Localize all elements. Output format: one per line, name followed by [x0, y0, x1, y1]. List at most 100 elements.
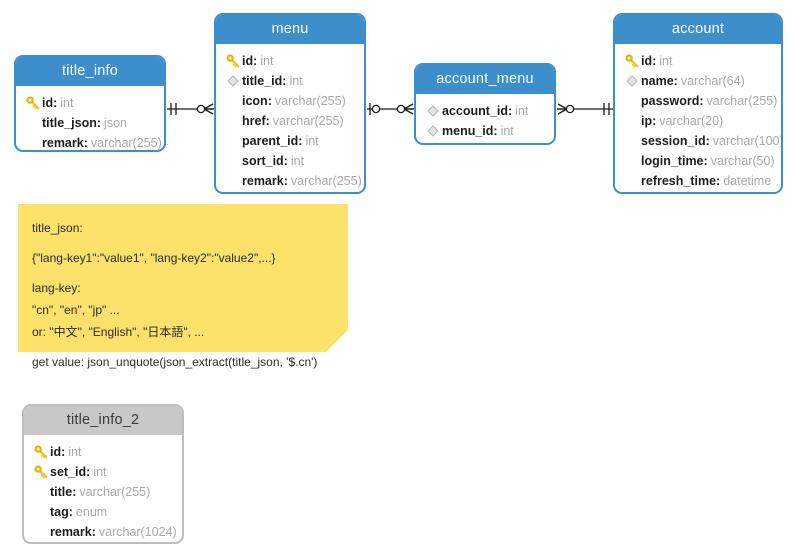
field-separator: :	[253, 54, 258, 68]
field-separator: :	[83, 136, 88, 150]
field-type: varchar(255)	[79, 485, 151, 499]
field-icon-none	[32, 523, 50, 541]
field-icon-none	[623, 92, 641, 110]
field-separator: :	[283, 154, 288, 168]
field-separator: :	[703, 154, 708, 168]
field-name: remark	[42, 136, 84, 150]
note-line: {"lang-key1":"value1", "lang-key2":"valu…	[32, 251, 276, 265]
field-row[interactable]: password:varchar(255)	[615, 91, 781, 111]
field-separator: :	[716, 174, 721, 188]
field-row[interactable]: title:varchar(255)	[24, 482, 182, 502]
field-type: int	[68, 445, 82, 459]
field-row[interactable]: id:int	[16, 93, 164, 113]
primary-key-icon	[24, 94, 42, 112]
field-type: varchar(255)	[90, 136, 162, 150]
field-name: refresh_time	[641, 174, 717, 188]
field-separator: :	[493, 124, 498, 138]
field-row[interactable]: set_id:int	[24, 462, 182, 482]
field-name: title_json	[42, 116, 97, 130]
field-row[interactable]: title_id:int	[216, 71, 364, 91]
field-icon-none	[224, 112, 242, 130]
field-separator: :	[72, 485, 77, 499]
field-row[interactable]: tag:enum	[24, 502, 182, 522]
relationship-account_menu-account[interactable]	[557, 95, 613, 123]
field-type: enum	[75, 505, 108, 519]
field-name: href	[242, 114, 266, 128]
field-icon-none	[224, 92, 242, 110]
field-row[interactable]: remark:varchar(255)	[16, 133, 164, 150]
entity-title-title_info_2: title_info_2	[24, 406, 182, 435]
field-type: int	[289, 74, 303, 88]
field-row[interactable]: remark:varchar(255)	[216, 171, 364, 191]
field-name: name	[641, 74, 674, 88]
primary-key-icon	[224, 52, 242, 70]
field-type: datetime	[723, 174, 772, 188]
field-row[interactable]: session_id:varchar(100)	[615, 131, 781, 151]
field-type: int	[659, 54, 673, 68]
field-row[interactable]: refresh_time:datetime	[615, 171, 781, 191]
field-row[interactable]: login_time:varchar(50)	[615, 151, 781, 171]
field-name: remark	[50, 525, 92, 539]
field-row[interactable]: href:varchar(255)	[216, 111, 364, 131]
field-separator: :	[53, 96, 58, 110]
entity-title-account: account	[615, 15, 781, 44]
field-row[interactable]: parent_id:int	[216, 131, 364, 151]
field-row[interactable]: menu_id:int	[416, 121, 554, 141]
field-type: int	[93, 465, 107, 479]
field-row[interactable]: sort_id:int	[216, 151, 364, 171]
field-row[interactable]: id:int	[216, 51, 364, 71]
relationship-menu-account_menu[interactable]	[367, 95, 414, 123]
field-row[interactable]: icon:varchar(255)	[216, 91, 364, 111]
field-icon-none	[224, 172, 242, 190]
field-icon-none	[32, 483, 50, 501]
relationship-title_info-menu[interactable]	[167, 95, 214, 123]
field-type: varchar(64)	[680, 74, 745, 88]
field-name: id	[42, 96, 54, 110]
field-name: password	[641, 94, 700, 108]
field-icon-none	[24, 114, 42, 132]
field-name: login_time	[641, 154, 704, 168]
field-row[interactable]: name:varchar(64)	[615, 71, 781, 91]
field-separator: :	[652, 114, 657, 128]
field-name: id	[50, 445, 62, 459]
field-icon-none	[623, 152, 641, 170]
field-icon-none	[224, 132, 242, 150]
field-separator: :	[61, 445, 66, 459]
field-row[interactable]: remark:varchar(1024)	[24, 522, 182, 542]
note-line: lang-key:	[32, 281, 81, 295]
primary-key-icon	[32, 443, 50, 461]
field-name: id	[641, 54, 653, 68]
field-name: id	[242, 54, 254, 68]
sticky-note-title_json-note[interactable]: title_json:{"lang-key1":"value1", "lang-…	[18, 204, 348, 369]
note-fold-corner-icon	[326, 330, 348, 352]
entity-title-account_menu: account_menu	[416, 65, 554, 94]
field-row[interactable]: account_id:int	[416, 101, 554, 121]
field-row[interactable]: title_json:json	[16, 113, 164, 133]
entity-title-menu: menu	[216, 15, 364, 44]
field-icon-none	[623, 172, 641, 190]
field-row[interactable]: id:int	[24, 442, 182, 462]
field-separator: :	[265, 114, 270, 128]
field-icon-none	[623, 132, 641, 150]
field-row[interactable]: id:int	[615, 51, 781, 71]
primary-key-icon	[623, 52, 641, 70]
field-row[interactable]: ip:varchar(20)	[615, 111, 781, 131]
note-line: "cn", "en", "jp" ...	[32, 303, 120, 317]
field-name: title	[50, 485, 73, 499]
field-type: varchar(255)	[706, 94, 778, 108]
foreign-key-icon	[424, 122, 442, 140]
note-line: get value: json_unquote(json_extract(tit…	[32, 355, 318, 369]
field-icon-none	[24, 134, 42, 150]
field-separator: :	[68, 505, 73, 519]
field-type: int	[500, 124, 514, 138]
field-icon-none	[623, 112, 641, 130]
